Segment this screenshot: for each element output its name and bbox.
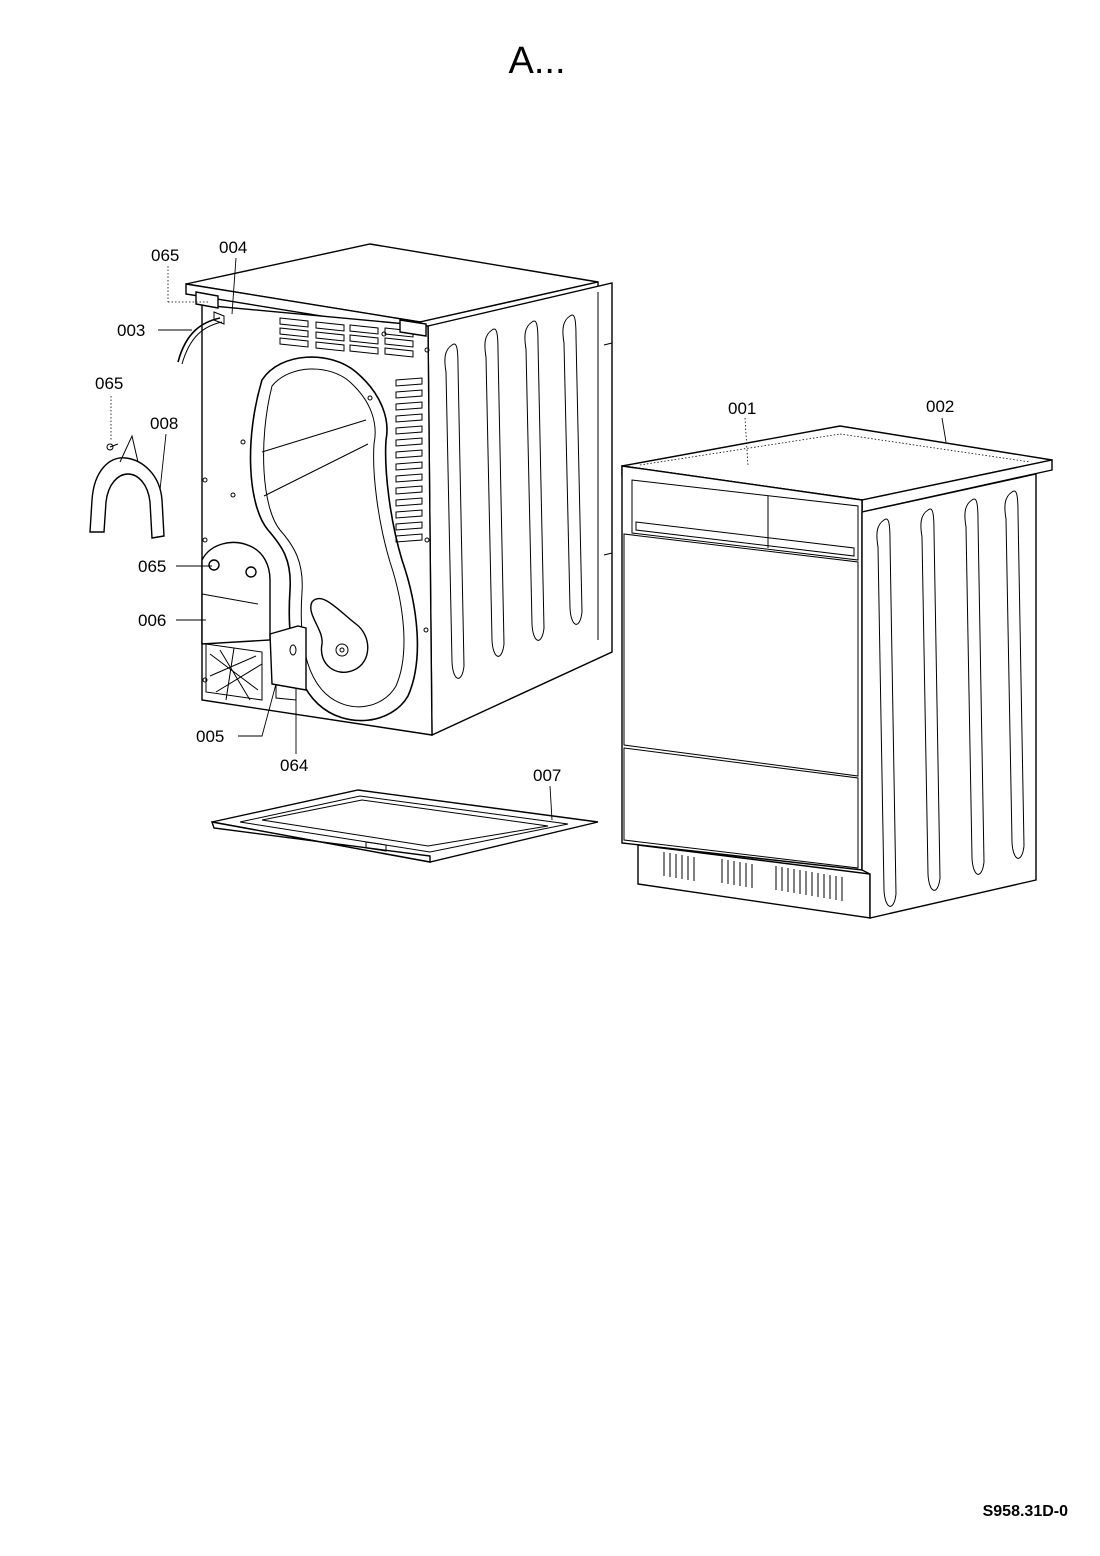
power-cable bbox=[177, 311, 225, 365]
vent-slots-side bbox=[395, 377, 423, 543]
callout-004: 004 bbox=[219, 238, 247, 257]
callout-002: 002 bbox=[926, 397, 954, 416]
document-code: S958.31D-0 bbox=[982, 1503, 1068, 1520]
vent-slots-top bbox=[279, 317, 414, 358]
callout-001: 001 bbox=[728, 399, 756, 418]
pump-cover bbox=[201, 541, 271, 701]
back-panel-screws bbox=[202, 331, 430, 683]
callout-labels: 065 004 003 065 008 065 006 005 064 007 … bbox=[95, 238, 954, 785]
drain-hose bbox=[89, 434, 165, 539]
electrical-box bbox=[269, 625, 307, 701]
page-title: A... bbox=[508, 40, 566, 82]
callout-006: 006 bbox=[138, 611, 166, 630]
front-cabinet bbox=[621, 425, 1053, 919]
callout-064: 064 bbox=[280, 756, 308, 775]
callout-065-left: 065 bbox=[95, 374, 123, 393]
callout-leaders bbox=[110, 257, 947, 821]
plinth-vents bbox=[663, 852, 843, 901]
callout-065-mid: 065 bbox=[138, 557, 166, 576]
callout-008: 008 bbox=[150, 414, 178, 433]
callout-005: 005 bbox=[196, 727, 224, 746]
base-tray bbox=[210, 789, 599, 863]
callout-003: 003 bbox=[117, 321, 145, 340]
callout-007: 007 bbox=[533, 766, 561, 785]
callout-065-top: 065 bbox=[151, 246, 179, 265]
rear-cabinet bbox=[185, 243, 613, 737]
